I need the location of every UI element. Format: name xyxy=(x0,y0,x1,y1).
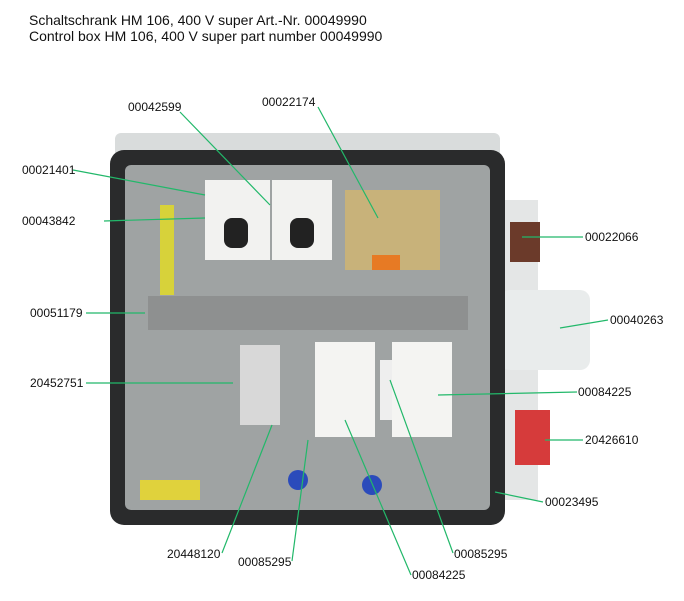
part-label-00042599: 00042599 xyxy=(128,100,182,114)
part-label-00051179: 00051179 xyxy=(30,306,83,320)
part-label-00023495: 00023495 xyxy=(545,495,599,509)
part-label-00085295-bottom: 00085295 xyxy=(238,555,292,569)
part-label-00022174: 00022174 xyxy=(262,95,316,109)
part-label-00022066: 00022066 xyxy=(585,230,639,244)
part-label-00021401: 00021401 xyxy=(22,163,76,177)
part-label-20452751: 20452751 xyxy=(30,376,84,390)
title-english: Control box HM 106, 400 V super part num… xyxy=(29,28,383,44)
part-label-00084225-right: 00084225 xyxy=(578,385,632,399)
part-label-00084225-bottom: 00084225 xyxy=(412,568,466,582)
part-label-00040263: 00040263 xyxy=(610,313,664,327)
part-label-20448120: 20448120 xyxy=(167,547,221,561)
part-label-00085295-right: 00085295 xyxy=(454,547,508,561)
part-label-20426610: 20426610 xyxy=(585,433,639,447)
title-german: Schaltschrank HM 106, 400 V super Art.-N… xyxy=(29,12,367,28)
part-label-00043842: 00043842 xyxy=(22,214,76,228)
